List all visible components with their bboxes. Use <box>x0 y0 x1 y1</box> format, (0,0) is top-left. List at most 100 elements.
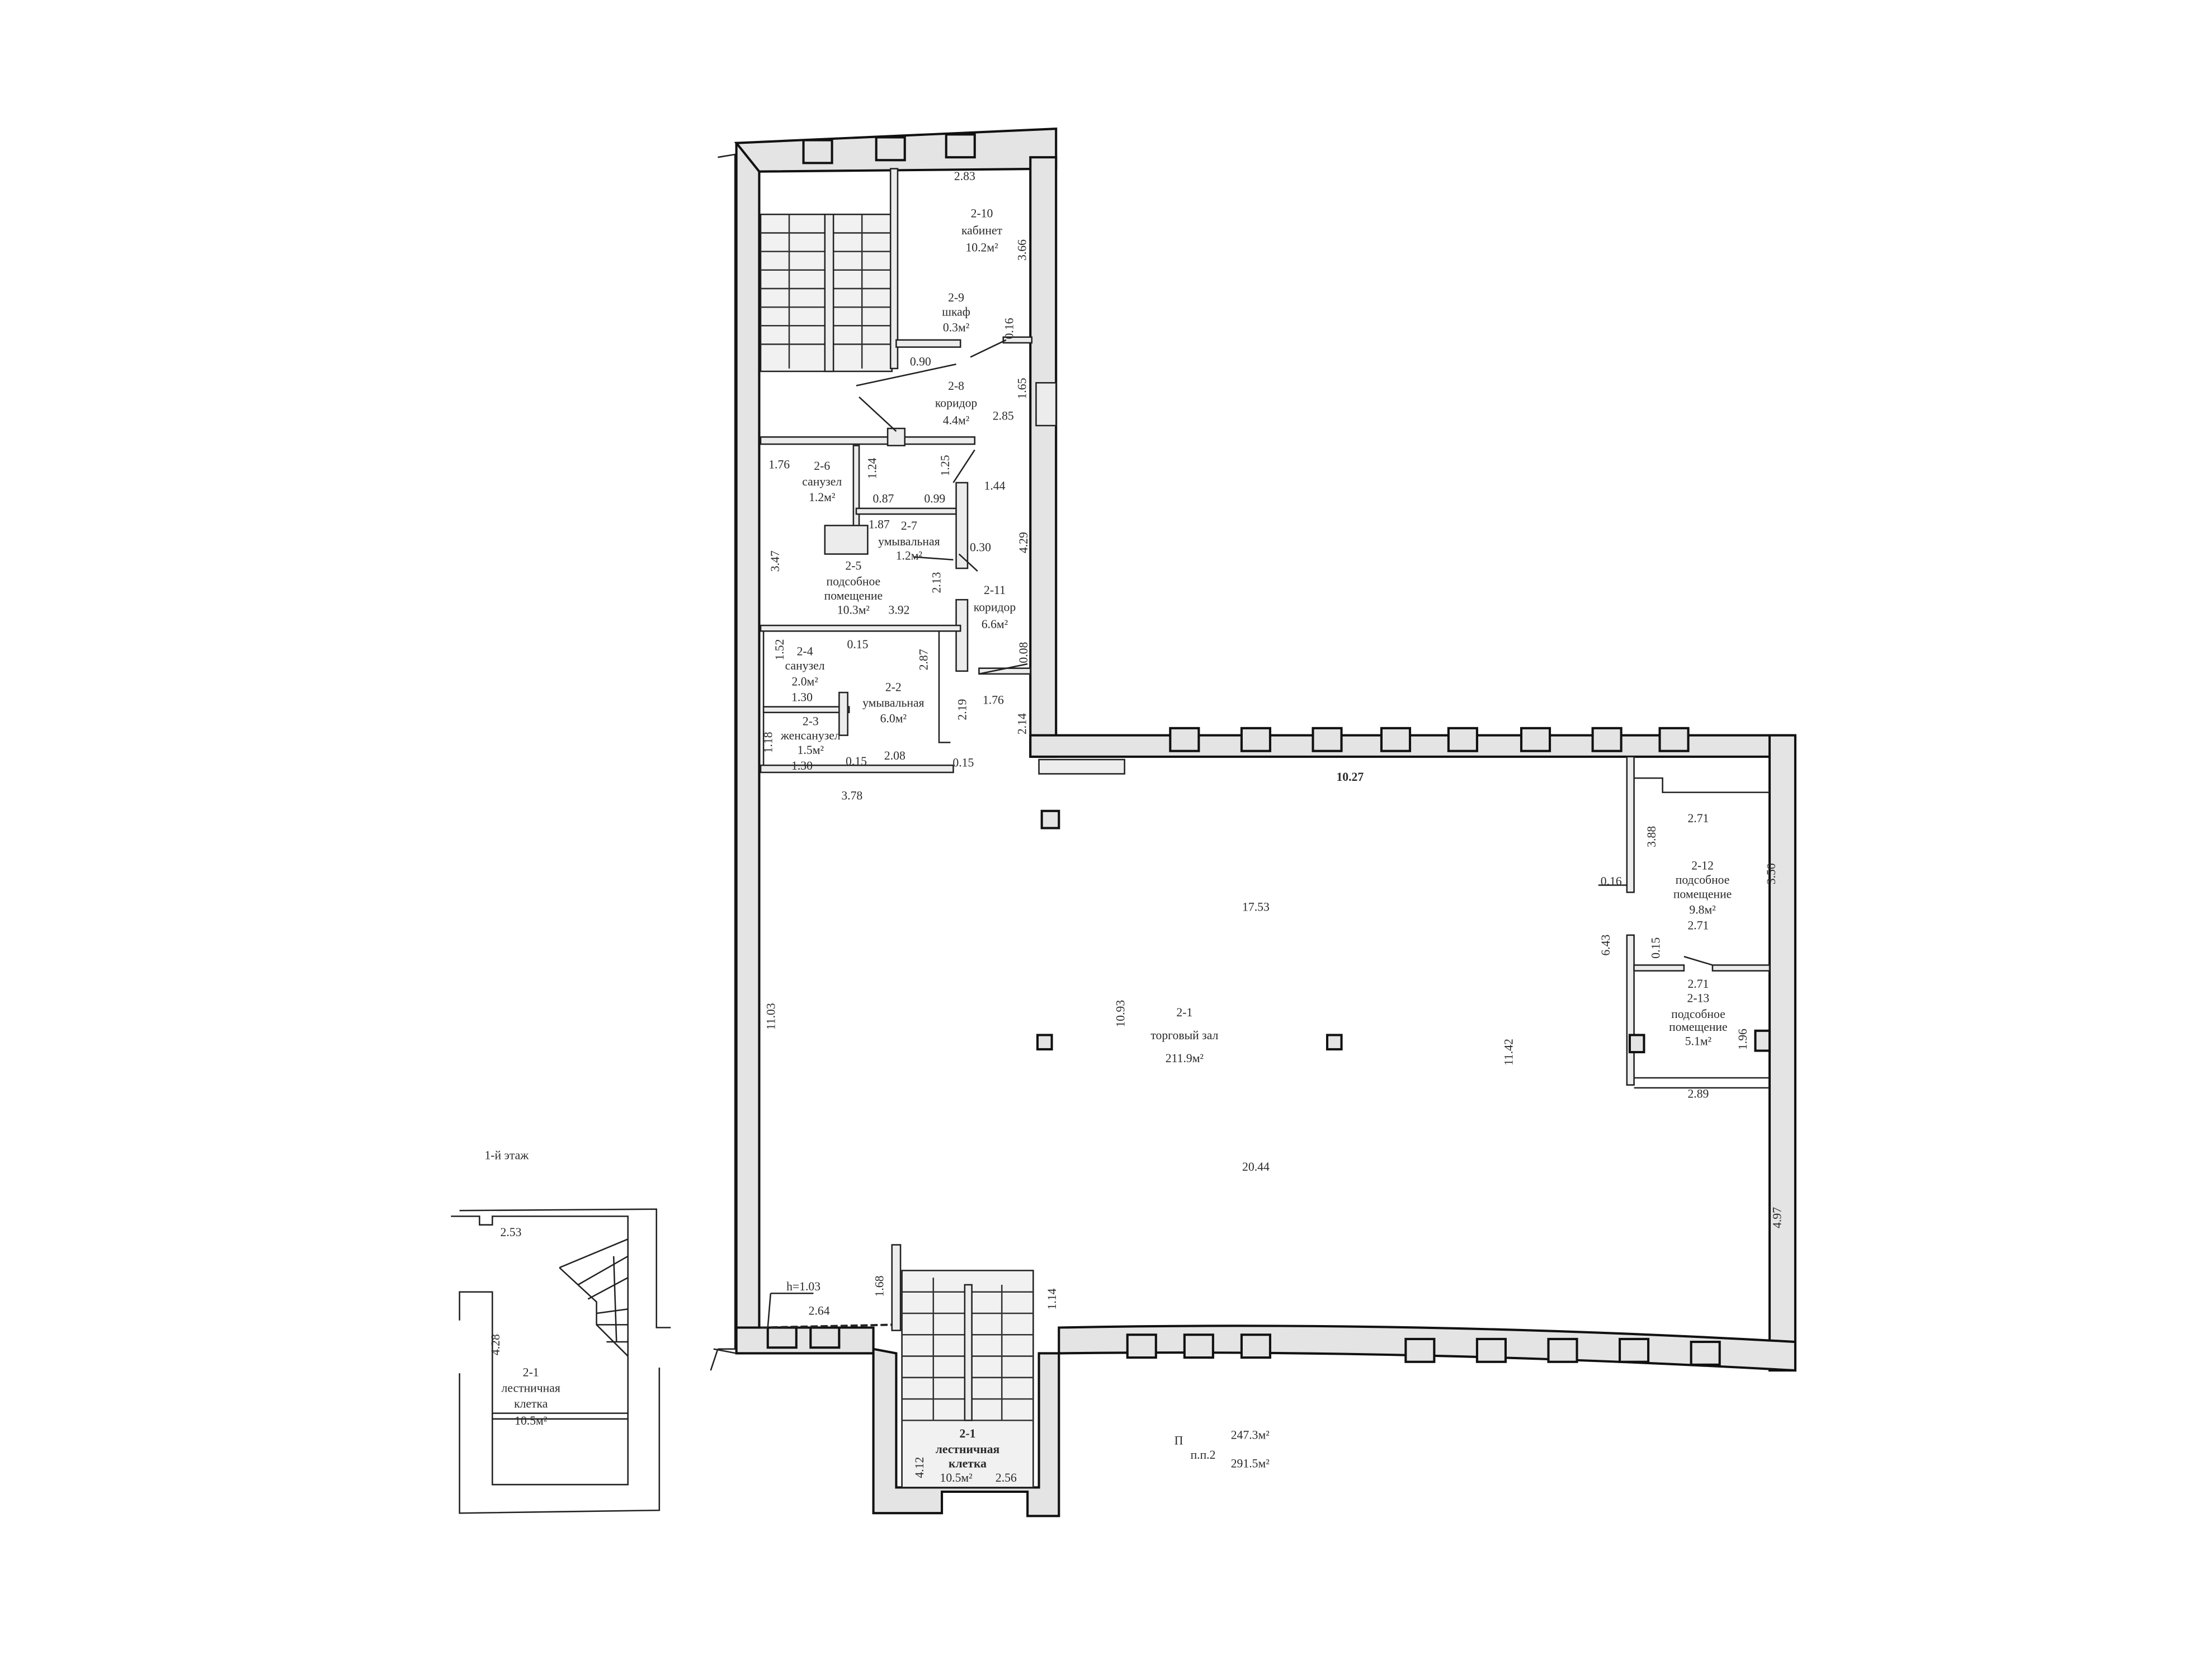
dim: 2.08 <box>884 749 905 762</box>
room-2-6-number: 2-6 <box>814 459 830 473</box>
room-2-10-name: кабинет <box>961 224 1003 237</box>
room-2-3-area: 1.5м² <box>798 743 824 757</box>
dim: 1.30 <box>791 690 813 704</box>
dim: 2.85 <box>993 409 1014 423</box>
dim: 1.44 <box>984 479 1006 493</box>
dim: 1.76 <box>983 693 1004 706</box>
dim: 2.53 <box>501 1226 522 1239</box>
dim: 3.92 <box>889 604 910 617</box>
room-2-11-number: 2-11 <box>984 583 1006 597</box>
dim: 4.97 <box>1770 1207 1784 1228</box>
dim: 17.53 <box>1242 900 1270 913</box>
dim: 1.30 <box>791 759 813 772</box>
room-2-9-name: шкаф <box>942 305 970 318</box>
room-2-12-number: 2-12 <box>1691 859 1714 872</box>
room-2-3-number: 2-3 <box>803 715 819 728</box>
dim: 4.12 <box>913 1457 926 1478</box>
dim: 1.52 <box>773 639 786 661</box>
stair-name2: клетка <box>949 1457 987 1471</box>
room-2-5-number: 2-5 <box>845 559 861 573</box>
stair-first-name1: лестничная <box>502 1381 560 1394</box>
room-2-6-area: 1.2м² <box>809 491 835 504</box>
dim: 0.16 <box>1601 875 1622 888</box>
dim: 2.89 <box>1687 1087 1709 1101</box>
room-2-2-number: 2-2 <box>885 680 902 694</box>
room-2-13-name2: помещение <box>1669 1020 1727 1034</box>
room-2-9-area: 0.3м² <box>943 321 969 334</box>
room-2-12-area: 9.8м² <box>1689 903 1715 917</box>
room-2-1-number: 2-1 <box>1176 1006 1192 1019</box>
dim: 11.42 <box>1502 1039 1516 1066</box>
room-2-13-area: 5.1м² <box>1685 1034 1711 1048</box>
room-2-5-area: 10.3м² <box>837 604 870 617</box>
room-2-8-number: 2-8 <box>948 379 964 393</box>
room-2-5-name1: подсобное <box>827 575 881 588</box>
stair-first-area: 10.5м² <box>515 1414 547 1427</box>
dim: 1.65 <box>1016 378 1029 399</box>
dim: 6.43 <box>1599 935 1612 956</box>
room-2-2-area: 6.0м² <box>880 712 907 725</box>
room-2-4-name: санузел <box>785 659 825 672</box>
right-rooms <box>1598 756 1771 1089</box>
room-2-4-area: 2.0м² <box>791 675 818 688</box>
dim: 1.14 <box>1045 1288 1059 1309</box>
floor-label: 1-й этаж <box>484 1148 529 1162</box>
room-2-9-number: 2-9 <box>948 291 964 304</box>
dim: 11.03 <box>765 1003 778 1030</box>
room-2-12-name1: подсобное <box>1676 873 1730 887</box>
dim: 2.14 <box>1016 713 1029 734</box>
room-2-1-area: 211.9м² <box>1166 1052 1204 1065</box>
dim: 4.28 <box>489 1334 502 1355</box>
totals-mark: П <box>1175 1434 1183 1448</box>
totals-area-2: 291.5м² <box>1231 1457 1270 1471</box>
room-2-12-name2: помещение <box>1673 887 1732 901</box>
dim: 0.15 <box>847 638 869 651</box>
dim: 3.66 <box>1016 239 1029 261</box>
walls <box>710 128 1796 1372</box>
dim: 2.56 <box>996 1471 1017 1484</box>
dim: 1.24 <box>866 458 879 479</box>
room-2-13-number: 2-13 <box>1687 992 1710 1005</box>
room-2-7-number: 2-7 <box>901 519 917 532</box>
room-2-5-name2: помещение <box>824 589 883 602</box>
room-2-7-name: умывальная <box>878 535 940 548</box>
room-2-4-number: 2-4 <box>797 645 813 658</box>
room-2-10-number: 2-10 <box>971 206 993 220</box>
dim: 4.29 <box>1017 532 1030 553</box>
dim: 2.87 <box>917 649 931 670</box>
dim: 0.87 <box>872 492 894 506</box>
dim: 0.08 <box>1017 642 1030 663</box>
dim: 2.64 <box>809 1304 830 1318</box>
dim: 2.71 <box>1687 977 1709 991</box>
labels: 1-й этаж 2-10 кабинет 10.2м² 2-9 шкаф 0.… <box>484 169 1784 1484</box>
columns <box>1036 809 1343 1050</box>
dim: 0.99 <box>924 492 945 506</box>
dim: 0.15 <box>952 756 974 770</box>
dim: 2.13 <box>930 572 944 593</box>
dim: 2.19 <box>955 699 969 720</box>
dim: 10.27 <box>1336 770 1364 784</box>
dim: 1.76 <box>768 458 790 471</box>
dim: 0.15 <box>1649 937 1663 959</box>
stair-first-number: 2-1 <box>523 1365 539 1379</box>
stair-area: 10.5м² <box>940 1471 973 1484</box>
room-2-13-name1: подсобное <box>1671 1007 1725 1021</box>
dim: 1.96 <box>1736 1029 1749 1050</box>
stair-number: 2-1 <box>960 1427 976 1440</box>
dim: 3.88 <box>1645 826 1658 847</box>
dim: 1.25 <box>938 455 952 476</box>
lower-staircase <box>760 1244 1060 1517</box>
stair-name1: лестничная <box>936 1443 1000 1456</box>
dim: 20.44 <box>1242 1160 1270 1173</box>
dim: 2.83 <box>954 169 975 183</box>
room-2-7-area: 1.2м² <box>896 549 922 563</box>
dim: 2.71 <box>1687 812 1709 825</box>
room-2-1-name: торговый зал <box>1150 1029 1218 1042</box>
dim: 0.90 <box>910 355 931 369</box>
room-2-8-area: 4.4м² <box>943 413 969 427</box>
dim: 10.93 <box>1114 1000 1128 1028</box>
dim: 0.15 <box>846 755 867 768</box>
dim: 1.87 <box>869 518 890 531</box>
dim: h=1.03 <box>786 1280 820 1293</box>
